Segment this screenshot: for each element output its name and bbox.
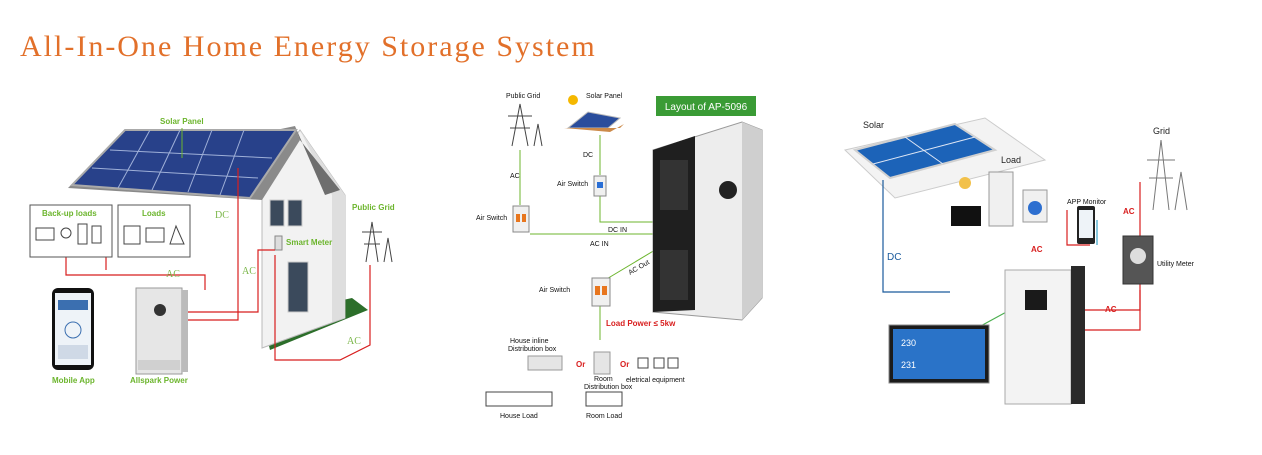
storage-cabinet-icon <box>1004 266 1085 405</box>
smart-meter-label: Smart Meter <box>286 238 332 247</box>
air-switch-label-3: Air Switch <box>539 287 570 294</box>
ac-out-label: AC Out <box>628 259 651 277</box>
fridge-icon <box>988 171 1014 227</box>
ac-label-3: AC <box>347 336 361 347</box>
ac-label-1: AC <box>166 269 180 280</box>
tv-icon <box>35 227 55 241</box>
ac-label-1: AC <box>1123 207 1135 216</box>
mobile-app-icon <box>52 288 94 370</box>
bulb-icon <box>959 177 971 189</box>
display-value-2: 231 <box>901 360 916 370</box>
air-switch-icon-3 <box>591 277 611 307</box>
grid-connection-diagram: Solar Load Grid DC AC AC AC APP Monitor … <box>835 0 1235 450</box>
grid-svg: Solar Load Grid DC AC AC AC APP Monitor … <box>843 117 1195 405</box>
washer-icon <box>123 225 141 245</box>
distribution-box-icon <box>527 355 563 371</box>
air-switch-icon-1 <box>512 205 530 233</box>
house-load-label: House Load <box>500 413 538 420</box>
power-tower-icon <box>362 221 393 263</box>
electrical-equipment-label: eletrical equipment <box>626 377 685 384</box>
house-inline-label-line2: Distribution box <box>508 346 557 353</box>
inverter-unit-icon <box>135 287 188 375</box>
solar-panel-icon <box>69 128 298 200</box>
solar-roof-icon <box>843 117 1047 199</box>
grid-tower-icon <box>1147 139 1188 211</box>
room-label-line2: Distribution box <box>584 384 633 391</box>
ac-label-3: AC <box>1105 305 1117 314</box>
backup-load-icons <box>35 223 102 245</box>
bulb-icon <box>60 227 72 239</box>
dc-label: DC <box>583 152 593 159</box>
monitor-display-icon <box>888 324 990 384</box>
tv-icon <box>951 206 981 226</box>
public-grid-label: Public Grid <box>352 203 395 212</box>
ac-dc-wires <box>65 168 371 361</box>
dc-in-label: DC IN <box>608 227 627 234</box>
page-title: All-In-One Home Energy Storage System <box>20 30 597 63</box>
mobile-app-label: Mobile App <box>52 376 95 385</box>
air-switch-icon-2 <box>593 175 607 197</box>
public-grid-tower-icon <box>508 103 543 147</box>
solar-label: Solar <box>863 120 884 130</box>
air-switch-label-1: Air Switch <box>476 215 507 222</box>
house-load-icons <box>485 391 553 407</box>
layout-badge <box>656 96 756 116</box>
load-icons <box>123 224 185 245</box>
home-system-diagram: Solar Panel DC AC AC AC Smart Meter Publ… <box>0 0 420 450</box>
room-label-line1: Room <box>594 376 613 383</box>
or-label-2: Or <box>620 360 629 369</box>
home-system-svg: Solar Panel DC AC AC AC Smart Meter Publ… <box>29 117 395 385</box>
dc-label: DC <box>887 252 901 263</box>
app-monitor-label: APP Monitor <box>1067 199 1107 206</box>
room-box-icon <box>593 351 611 375</box>
ac-label-2: AC <box>242 266 256 277</box>
oven-icon <box>145 227 165 243</box>
layout-svg: Public Grid Solar Panel Layout of AP-509… <box>476 93 763 420</box>
or-label-1: Or <box>576 360 585 369</box>
room-load-icons <box>585 391 623 407</box>
smart-meter-icon <box>274 235 283 251</box>
grid-label: Grid <box>1153 126 1170 136</box>
loads-label: Loads <box>142 209 166 218</box>
fridge-icon <box>77 223 88 245</box>
equipment-icons <box>637 357 679 369</box>
house-inline-label-line1: House inline <box>510 338 549 345</box>
utility-meter-label: Utility Meter <box>1157 261 1195 268</box>
dc-label: DC <box>215 210 229 221</box>
air-switch-label-2: Air Switch <box>557 181 588 188</box>
backup-loads-label: Back-up loads <box>42 209 97 218</box>
ac-label: AC <box>510 173 520 180</box>
load-power-label: Load Power ≤ 5kw <box>606 319 676 328</box>
connection-lines <box>519 135 666 340</box>
phone-icon <box>91 225 102 244</box>
display-value-1: 230 <box>901 338 916 348</box>
iron-icon <box>169 224 185 245</box>
layout-diagram: Public Grid Solar Panel Layout of AP-509… <box>470 0 770 450</box>
solar-panel-label: Solar Panel <box>160 117 204 126</box>
allspark-power-label: Allspark Power <box>130 376 188 385</box>
load-label: Load <box>1001 155 1021 165</box>
public-grid-label: Public Grid <box>506 93 540 100</box>
room-load-label: Room Load <box>586 413 622 420</box>
solar-panel-icon <box>564 95 624 132</box>
layout-badge-text: Layout of AP-5096 <box>665 102 748 113</box>
ac-label-2: AC <box>1031 245 1043 254</box>
storage-cabinet-icon <box>652 121 763 321</box>
solar-panel-label: Solar Panel <box>586 93 623 100</box>
ac-in-label: AC IN <box>590 241 609 248</box>
